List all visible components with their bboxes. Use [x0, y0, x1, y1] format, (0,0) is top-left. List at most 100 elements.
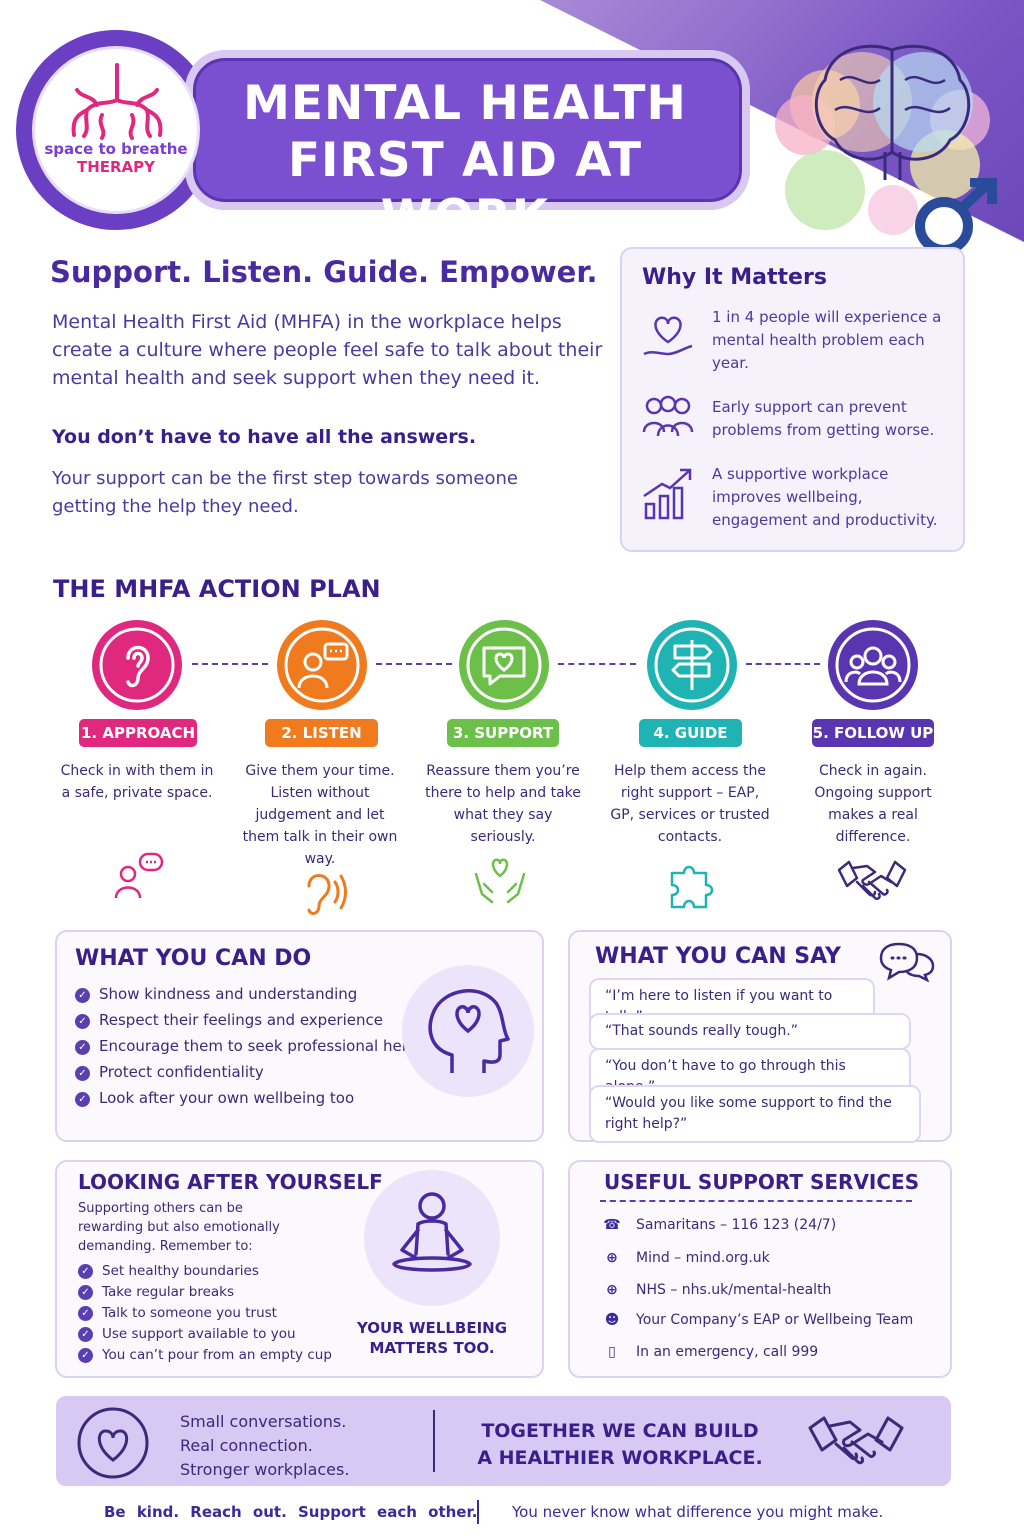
handshake-icon — [808, 1416, 904, 1465]
step-connector — [558, 663, 636, 665]
team-icon: ☻ — [604, 1312, 620, 1328]
tagline: Support. Listen. Guide. Empower. — [50, 255, 598, 289]
service-text: In an emergency, call 999 — [636, 1344, 819, 1360]
step-1-label: 1. APPROACH — [79, 719, 197, 747]
check-icon: ✓ — [78, 1327, 93, 1342]
why-title: Why It Matters — [642, 265, 827, 290]
heart-circle-icon — [77, 1407, 149, 1479]
banner-line: Real connection. — [180, 1436, 313, 1455]
can-do-item-text: Respect their feelings and experience — [99, 1011, 383, 1029]
service-item[interactable]: ☻Your Company’s EAP or Wellbeing Team — [600, 1312, 914, 1328]
self-care-title: LOOKING AFTER YOURSELF — [78, 1170, 383, 1194]
step-connector — [746, 663, 820, 665]
step-3-text: Reassure them you’re there to help and t… — [425, 763, 581, 845]
check-icon: ✓ — [78, 1306, 93, 1321]
check-icon: ✓ — [78, 1264, 93, 1279]
can-do-title: WHAT YOU CAN DO — [75, 946, 312, 971]
self-care-item: ✓ Use support available to you — [78, 1326, 296, 1342]
puzzle-icon — [670, 865, 714, 909]
head-heart-icon — [402, 965, 534, 1097]
phone-icon: ☎ — [603, 1217, 621, 1233]
step-4-label: 4. GUIDE — [639, 719, 742, 747]
self-care-item-text: Use support available to you — [102, 1326, 296, 1342]
footer-message: You never know what difference you might… — [512, 1503, 884, 1521]
step-1-ear-icon — [92, 620, 182, 710]
service-text: Samaritans – 116 123 (24/7) — [636, 1217, 837, 1233]
services-divider — [600, 1200, 912, 1202]
step-5-text: Check in again. Ongoing support makes a … — [814, 763, 932, 845]
wellbeing-badge-line: MATTERS TOO. — [369, 1339, 495, 1357]
step-2-label: 2. LISTEN — [265, 719, 378, 747]
service-item[interactable]: ⊕ NHS – nhs.uk/mental-health — [600, 1282, 831, 1298]
wellbeing-badge: YOUR WELLBEING MATTERS TOO. — [352, 1318, 512, 1358]
check-icon: ✓ — [75, 1040, 90, 1055]
title-line-2: FIRST AID AT WORK — [287, 133, 643, 245]
self-care-item-text: You can’t pour from an empty cup — [102, 1347, 332, 1363]
banner-cta: TOGETHER WE CAN BUILD A HEALTHIER WORKPL… — [470, 1418, 770, 1472]
step-2-talking-person-icon — [277, 620, 367, 710]
step-2-text: Give them your time. Listen without judg… — [242, 763, 398, 867]
banner-line: Small conversations. — [180, 1412, 347, 1431]
can-do-item: ✓ Look after your own wellbeing too — [75, 1089, 354, 1107]
step-5-group-icon — [828, 620, 918, 710]
step-connector — [192, 663, 268, 665]
can-do-item: ✓ Protect confidentiality — [75, 1063, 264, 1081]
title-line-1: MENTAL HEALTH — [243, 76, 687, 131]
check-icon: ✓ — [75, 1066, 90, 1081]
globe-icon: ⊕ — [606, 1250, 618, 1266]
service-item[interactable]: ▯ In an emergency, call 999 — [600, 1344, 818, 1360]
step-3-heart-chat-icon — [459, 620, 549, 710]
person-chat-icon — [114, 852, 164, 899]
can-do-item-text: Show kindness and understanding — [99, 985, 358, 1003]
step-connector — [376, 663, 452, 665]
footer-divider — [477, 1500, 479, 1524]
decor-bubble — [785, 150, 865, 230]
quote-item: “That sounds really tough.” — [589, 1013, 911, 1050]
service-item[interactable]: ⊕ Mind – mind.org.uk — [600, 1250, 770, 1266]
brain-icon — [812, 44, 973, 180]
check-icon: ✓ — [75, 988, 90, 1003]
can-do-item-text: Encourage them to seek professional help — [99, 1037, 416, 1055]
people-group-icon — [642, 395, 694, 437]
mobile-icon: ▯ — [608, 1344, 616, 1360]
logo-subtext: THERAPY — [76, 158, 156, 176]
why-item: A supportive workplace improves wellbein… — [712, 465, 938, 529]
step-3-label: 3. SUPPORT — [447, 719, 559, 747]
speech-bubbles-icon — [879, 942, 935, 982]
services-title: USEFUL SUPPORT SERVICES — [604, 1170, 920, 1194]
check-icon: ✓ — [75, 1092, 90, 1107]
can-do-item: ✓ Show kindness and understanding — [75, 985, 357, 1003]
can-do-item-text: Protect confidentiality — [99, 1063, 264, 1081]
banner-line: Stronger workplaces. — [180, 1460, 350, 1479]
self-care-item-text: Talk to someone you trust — [102, 1305, 277, 1321]
handshake-icon — [837, 860, 907, 901]
self-care-intro: Supporting others can be rewarding but a… — [78, 1201, 280, 1254]
self-care-item-text: Take regular breaks — [102, 1284, 235, 1300]
service-item[interactable]: ☎ Samaritans – 116 123 (24/7) — [600, 1217, 836, 1233]
intro-paragraph: Mental Health First Aid (MHFA) in the wo… — [52, 311, 603, 389]
service-text: NHS – nhs.uk/mental-health — [636, 1282, 832, 1298]
self-care-item: ✓ You can’t pour from an empty cup — [78, 1347, 332, 1363]
footer-slogan: Be kind. Reach out. Support each other. — [104, 1503, 478, 1521]
check-icon: ✓ — [75, 1014, 90, 1029]
male-symbol-icon — [915, 178, 997, 255]
step-4-text: Help them access the right support – EAP… — [610, 763, 770, 845]
service-text: Mind – mind.org.uk — [636, 1250, 770, 1266]
step-5-label: 5. FOLLOW UP — [812, 719, 934, 747]
check-icon: ✓ — [78, 1348, 93, 1363]
can-say-title: WHAT YOU CAN SAY — [595, 944, 841, 969]
can-do-item: ✓ Encourage them to seek professional hel… — [75, 1037, 415, 1055]
banner-cta-line: A HEALTHIER WORKPLACE. — [477, 1447, 763, 1469]
step-4-signpost-icon — [647, 620, 737, 710]
wellbeing-badge-line: YOUR WELLBEING — [356, 1319, 508, 1337]
lungs-icon — [71, 63, 163, 140]
banner-divider — [433, 1410, 435, 1472]
self-care-item: ✓ Talk to someone you trust — [78, 1305, 277, 1321]
can-do-item-text: Look after your own wellbeing too — [99, 1089, 355, 1107]
action-plan-title: THE MHFA ACTION PLAN — [53, 575, 381, 603]
bottom-banner — [56, 1396, 951, 1486]
globe-icon: ⊕ — [606, 1282, 618, 1298]
why-item: 1 in 4 people will experience a mental h… — [712, 308, 942, 372]
growth-chart-icon — [643, 468, 692, 520]
check-icon: ✓ — [78, 1285, 93, 1300]
